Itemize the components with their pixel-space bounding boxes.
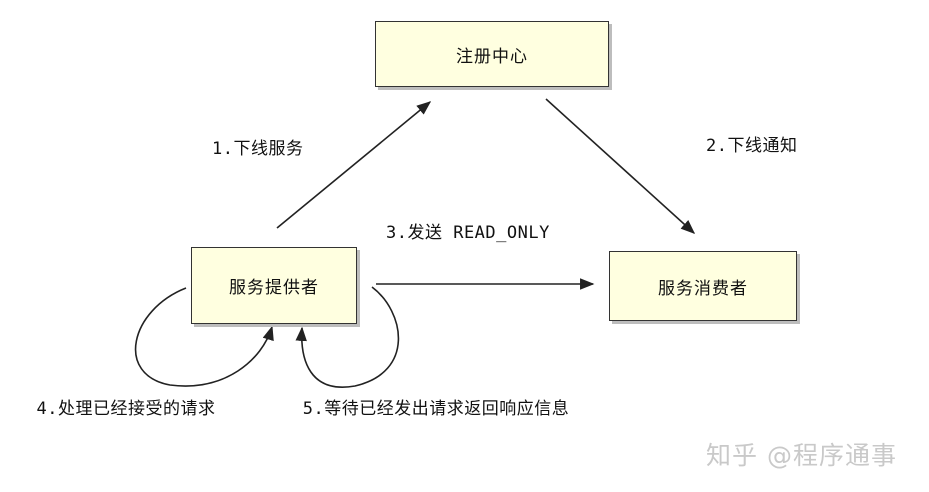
edge-registry-to-consumer — [545, 98, 696, 234]
consumer-node: 服务消费者 — [609, 251, 797, 321]
registry-node: 注册中心 — [375, 21, 609, 87]
edge-label-step3: 3.发送 READ_ONLY — [386, 223, 550, 243]
watermark: 知乎 @程序通事 — [706, 441, 897, 470]
edge-provider-self-loop-right — [295, 286, 400, 388]
edge-provider-self-loop-left — [134, 287, 274, 387]
edge-provider-to-registry — [276, 101, 432, 229]
consumer-label: 服务消费者 — [658, 278, 748, 299]
edge-label-step5: 5.等待已经发出请求返回响应信息 — [302, 399, 570, 419]
edge-label-step2: 2.下线通知 — [706, 136, 798, 156]
edge-label-step1: 1.下线服务 — [212, 139, 304, 159]
registry-label: 注册中心 — [456, 46, 528, 67]
edge-label-step4: 4.处理已经接受的请求 — [36, 399, 216, 419]
provider-node: 服务提供者 — [191, 247, 357, 324]
provider-label: 服务提供者 — [229, 278, 319, 298]
